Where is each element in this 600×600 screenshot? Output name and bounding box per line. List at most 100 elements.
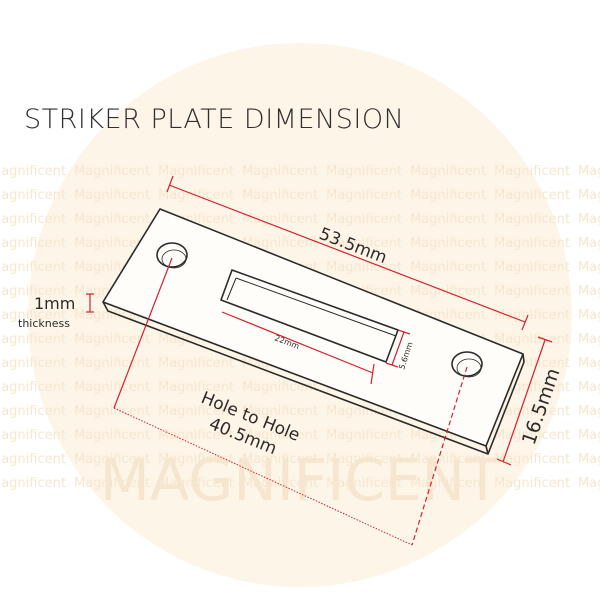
- watermark-text: Magnificent: [578, 260, 600, 275]
- watermark-text: Magnificent: [410, 212, 486, 227]
- watermark-text: Magnificent: [326, 428, 402, 443]
- watermark-text: Magnificent: [494, 212, 570, 227]
- watermark-text: Magnificent: [74, 164, 150, 179]
- watermark-text: Magnificent: [494, 476, 570, 491]
- watermark-text: Magnificent: [578, 308, 600, 323]
- watermark-text: Magnificent: [326, 236, 402, 251]
- hole-left: [156, 242, 188, 268]
- watermark-text: Magnificent: [242, 404, 318, 419]
- watermark-text: Magnificent: [242, 188, 318, 203]
- watermark-text: Magnificent: [578, 356, 600, 371]
- watermark-text: Magnificent: [326, 476, 402, 491]
- watermark-text: Magnificent: [326, 212, 402, 227]
- watermark-text: Magnificent: [326, 164, 402, 179]
- watermark-text: Magnificent: [74, 236, 150, 251]
- watermark-text: Magnificent: [0, 332, 66, 347]
- length-dim-line: [168, 184, 526, 323]
- watermark-text: Magnificent: [0, 284, 66, 299]
- watermark-text: Magnificent: [410, 260, 486, 275]
- watermark-text: Magnificent: [158, 476, 234, 491]
- watermark-text: Magnificent: [74, 428, 150, 443]
- watermark-text: Magnificent: [410, 188, 486, 203]
- hole-left-leader: [113, 257, 173, 409]
- watermark-text: Magnificent: [578, 332, 600, 347]
- watermark-text: Magnificent: [0, 212, 66, 227]
- page-title: STRIKER PLATE DIMENSION: [24, 104, 405, 135]
- watermark-text: Magnificent: [74, 212, 150, 227]
- watermark-text: Magnificent: [0, 428, 66, 443]
- watermark-text: Magnificent: [410, 284, 486, 299]
- watermark-text: Magnificent: [326, 452, 402, 467]
- hole-right-leader: [411, 366, 468, 546]
- plate-thickness-edge: [102, 301, 489, 455]
- watermark-text: Magnificent: [494, 164, 570, 179]
- watermark-text: Magnificent: [494, 260, 570, 275]
- watermark-text: Magnificent: [158, 428, 234, 443]
- watermark-text: Magnificent: [578, 236, 600, 251]
- watermark-text: Magnificent: [0, 380, 66, 395]
- watermark-text: Magnificent: [578, 212, 600, 227]
- watermark-text: Magnificent: [158, 452, 234, 467]
- watermark-text: Magnificent: [74, 476, 150, 491]
- watermark-text: Magnificent: [0, 356, 66, 371]
- hole-right: [451, 351, 483, 377]
- watermark-text: Magnificent: [578, 428, 600, 443]
- watermark-text: Magnificent: [242, 428, 318, 443]
- watermark-text: Magnificent: [74, 188, 150, 203]
- watermark-text: Magnificent: [242, 236, 318, 251]
- watermark-text: Magnificent: [74, 452, 150, 467]
- plate-right-edge: [487, 353, 525, 455]
- watermark-text: Magnificent: [410, 452, 486, 467]
- watermark-text: Magnificent: [158, 404, 234, 419]
- watermark-text: Magnificent: [494, 332, 570, 347]
- watermark-text: Magnificent: [578, 164, 600, 179]
- watermark-text: Magnificent: [158, 164, 234, 179]
- watermark-text: Magnificent: [494, 188, 570, 203]
- watermark-text: Magnificent: [494, 236, 570, 251]
- watermark-text: Magnificent: [0, 164, 66, 179]
- watermark-text: Magnificent: [242, 212, 318, 227]
- striker-plate: [102, 208, 525, 455]
- watermark-text: Magnificent: [74, 404, 150, 419]
- width-dim-line: [502, 339, 546, 463]
- watermark-text: Magnificent: [0, 260, 66, 275]
- slot: [220, 269, 399, 363]
- watermark-large: MAGNIFICENT: [100, 446, 501, 514]
- hole-to-hole-dim-line: [113, 407, 413, 546]
- watermark-text: Magnificent: [410, 236, 486, 251]
- watermark-text: Magnificent: [0, 404, 66, 419]
- watermark-text: Magnificent: [494, 308, 570, 323]
- watermark-text: Magnificent: [242, 452, 318, 467]
- watermark-text: Magnificent: [410, 476, 486, 491]
- slot-inner: [226, 277, 397, 337]
- watermark-text: Magnificent: [0, 236, 66, 251]
- watermark-text: Magnificent: [74, 332, 150, 347]
- watermark-text: Magnificent: [74, 380, 150, 395]
- watermark-text: Magnificent: [0, 476, 66, 491]
- watermark-text: Magnificent: [578, 404, 600, 419]
- slot-width-dim-line: [391, 331, 405, 366]
- watermark-text: Magnificent: [0, 188, 66, 203]
- watermark-text: Magnificent: [326, 260, 402, 275]
- watermark-text: Magnificent: [242, 164, 318, 179]
- watermark-text: Magnificent: [578, 284, 600, 299]
- watermark-text: Magnificent: [74, 356, 150, 371]
- watermark-text: Magnificent: [158, 356, 234, 371]
- watermark-text: Magnificent: [158, 380, 234, 395]
- slot-length-dim-line: [221, 311, 374, 374]
- watermark-text: Magnificent: [494, 452, 570, 467]
- watermark-text: Magnificent: [494, 404, 570, 419]
- watermark-text: Magnificent: [578, 380, 600, 395]
- dimension-lines: [86, 175, 553, 546]
- watermark-text: Magnificent: [578, 452, 600, 467]
- watermark-text: Magnificent: [242, 476, 318, 491]
- watermark-text: Magnificent: [0, 308, 66, 323]
- watermark-text: Magnificent: [578, 188, 600, 203]
- watermark-text: Magnificent: [326, 188, 402, 203]
- thickness-label: thickness: [18, 317, 70, 330]
- watermark-text: Magnificent: [410, 164, 486, 179]
- watermark-text: Magnificent: [242, 380, 318, 395]
- watermark-text: Magnificent: [494, 284, 570, 299]
